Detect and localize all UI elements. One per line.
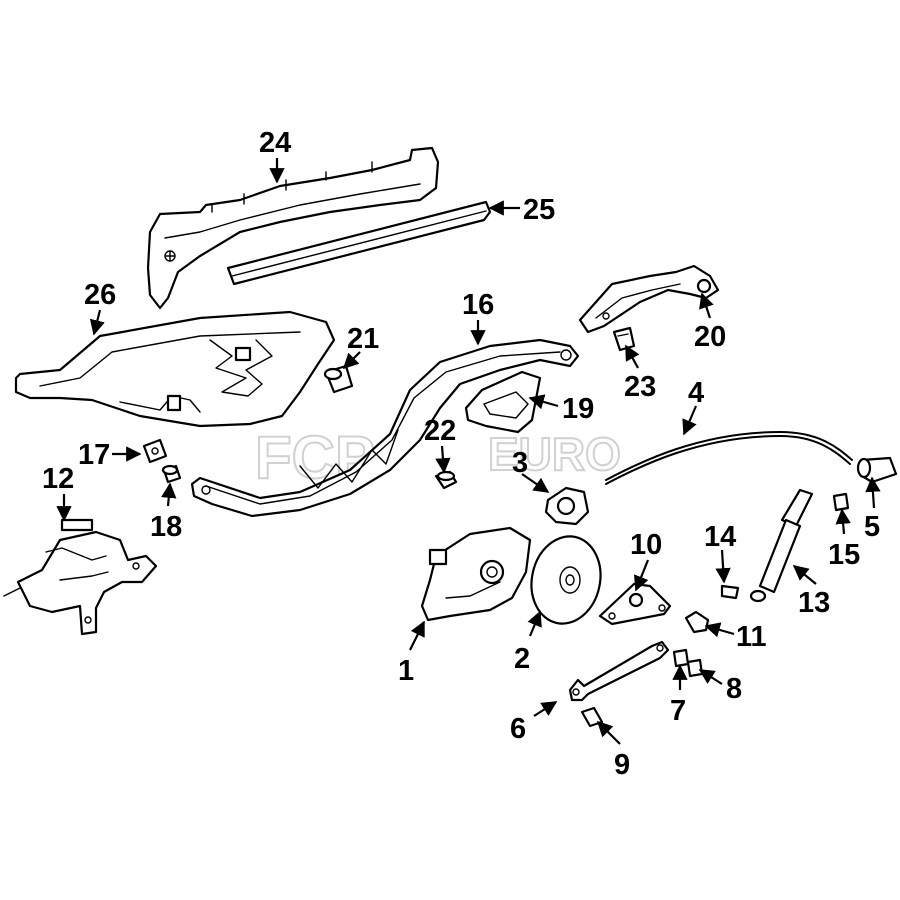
callout-18: 18	[150, 511, 182, 543]
callout-16: 16	[462, 289, 494, 321]
part-11-bolt	[684, 610, 710, 634]
part-18-screw	[161, 464, 182, 484]
part-1-housing	[420, 526, 532, 622]
callout-20: 20	[694, 321, 726, 353]
part-22-clip	[434, 470, 458, 490]
callout-14: 14	[704, 521, 736, 553]
part-8-bushing	[686, 658, 704, 678]
part-15-bolt	[832, 492, 850, 512]
callout-3: 3	[512, 447, 528, 479]
watermark: FCP EURO	[254, 423, 622, 492]
part-17-nut	[142, 438, 168, 464]
callout-15: 15	[828, 539, 860, 571]
part-13-strut	[749, 488, 814, 603]
part-5-cap	[856, 456, 898, 484]
part-23-clip	[612, 326, 636, 352]
callout-8: 8	[726, 673, 742, 705]
callout-2: 2	[514, 643, 530, 675]
part-16-bracket	[190, 338, 580, 518]
part-26-panel	[14, 310, 336, 428]
part-3-nut	[544, 486, 590, 526]
watermark-suffix: EURO	[488, 428, 621, 480]
callout-1: 1	[398, 655, 414, 687]
callout-24: 24	[259, 127, 291, 159]
callout-7: 7	[670, 695, 686, 727]
callout-12: 12	[42, 463, 74, 495]
part-7-bushing	[672, 648, 690, 668]
part-21-pin	[323, 364, 354, 394]
callout-13: 13	[798, 587, 830, 619]
part-4-cable	[605, 430, 853, 485]
part-19-plate	[464, 370, 542, 434]
callout-17: 17	[78, 439, 110, 471]
callout-10: 10	[630, 529, 662, 561]
callout-labels: 24 25 26 21 16 19 20 23 4 5 15 13 14 10 …	[42, 127, 880, 781]
callout-26: 26	[84, 279, 116, 311]
callout-11: 11	[736, 621, 767, 653]
callout-6: 6	[510, 713, 526, 745]
leader-lines	[56, 158, 881, 745]
part-25-strip	[226, 200, 492, 286]
callout-23: 23	[624, 371, 656, 403]
callout-5: 5	[864, 511, 880, 543]
callout-19: 19	[562, 393, 594, 425]
part-2-disc	[530, 535, 602, 625]
part-12-latch	[3, 518, 158, 636]
callout-25: 25	[523, 194, 555, 226]
callout-22: 22	[424, 415, 456, 447]
part-14-bolt	[720, 584, 740, 600]
callout-9: 9	[614, 749, 630, 781]
callout-4: 4	[688, 377, 704, 409]
part-6-rod	[568, 640, 670, 702]
part-10-bracket	[598, 582, 672, 626]
callout-21: 21	[347, 323, 379, 355]
part-24-trim-rail	[146, 146, 440, 310]
